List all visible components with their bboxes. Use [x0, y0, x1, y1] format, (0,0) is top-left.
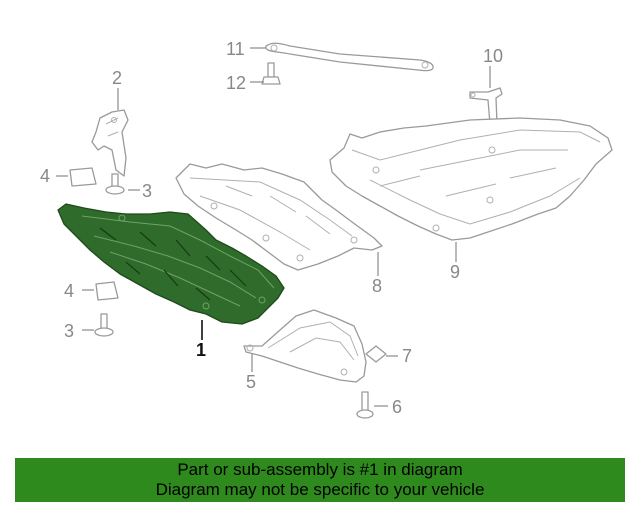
part-8-shield[interactable]	[175, 163, 383, 271]
callout-5[interactable]: 5	[246, 372, 256, 392]
callout-2[interactable]: 2	[112, 68, 122, 88]
part-6-bolt[interactable]	[356, 391, 374, 419]
part-5-side-shield[interactable]	[243, 309, 367, 383]
part-9-panel[interactable]	[329, 117, 613, 241]
part-12-bolt[interactable]	[261, 62, 281, 85]
part-11-brace[interactable]	[265, 42, 434, 72]
callout-10[interactable]: 10	[483, 46, 503, 66]
info-banner: Part or sub-assembly is #1 in diagram Di…	[15, 458, 625, 502]
callout-3-upper[interactable]: 3	[142, 181, 152, 201]
part-3-screw-lower[interactable]	[94, 313, 114, 337]
callout-9[interactable]: 9	[450, 262, 460, 282]
callout-1[interactable]: 1	[196, 340, 206, 360]
banner-line-2: Diagram may not be specific to your vehi…	[155, 480, 485, 499]
part-4-clip-upper[interactable]	[69, 167, 97, 187]
part-10-bracket[interactable]	[469, 87, 503, 125]
part-7-nut[interactable]	[365, 345, 387, 363]
callout-11[interactable]: 11	[226, 39, 245, 59]
callout-4-lower[interactable]: 4	[64, 281, 74, 301]
leader-lines	[56, 47, 491, 407]
part-2-bracket[interactable]	[91, 109, 129, 177]
part-3-screw-upper[interactable]	[105, 173, 125, 195]
callout-12[interactable]: 12	[226, 73, 246, 93]
callouts: 11 12 10 2 4 3 8 9 4 3 1 5 7 6	[40, 39, 503, 417]
callout-8[interactable]: 8	[372, 276, 382, 296]
callout-4-upper[interactable]: 4	[40, 166, 50, 186]
part-1-engine-cover[interactable]	[57, 203, 285, 325]
callout-6[interactable]: 6	[392, 397, 402, 417]
parts-diagram: 11 12 10 2 4 3 8 9 4 3 1 5 7 6	[40, 39, 613, 419]
callout-3-lower[interactable]: 3	[64, 321, 74, 341]
part-4-clip-lower[interactable]	[95, 281, 119, 301]
callout-7[interactable]: 7	[402, 346, 412, 366]
banner-line-1: Part or sub-assembly is #1 in diagram	[177, 460, 463, 479]
